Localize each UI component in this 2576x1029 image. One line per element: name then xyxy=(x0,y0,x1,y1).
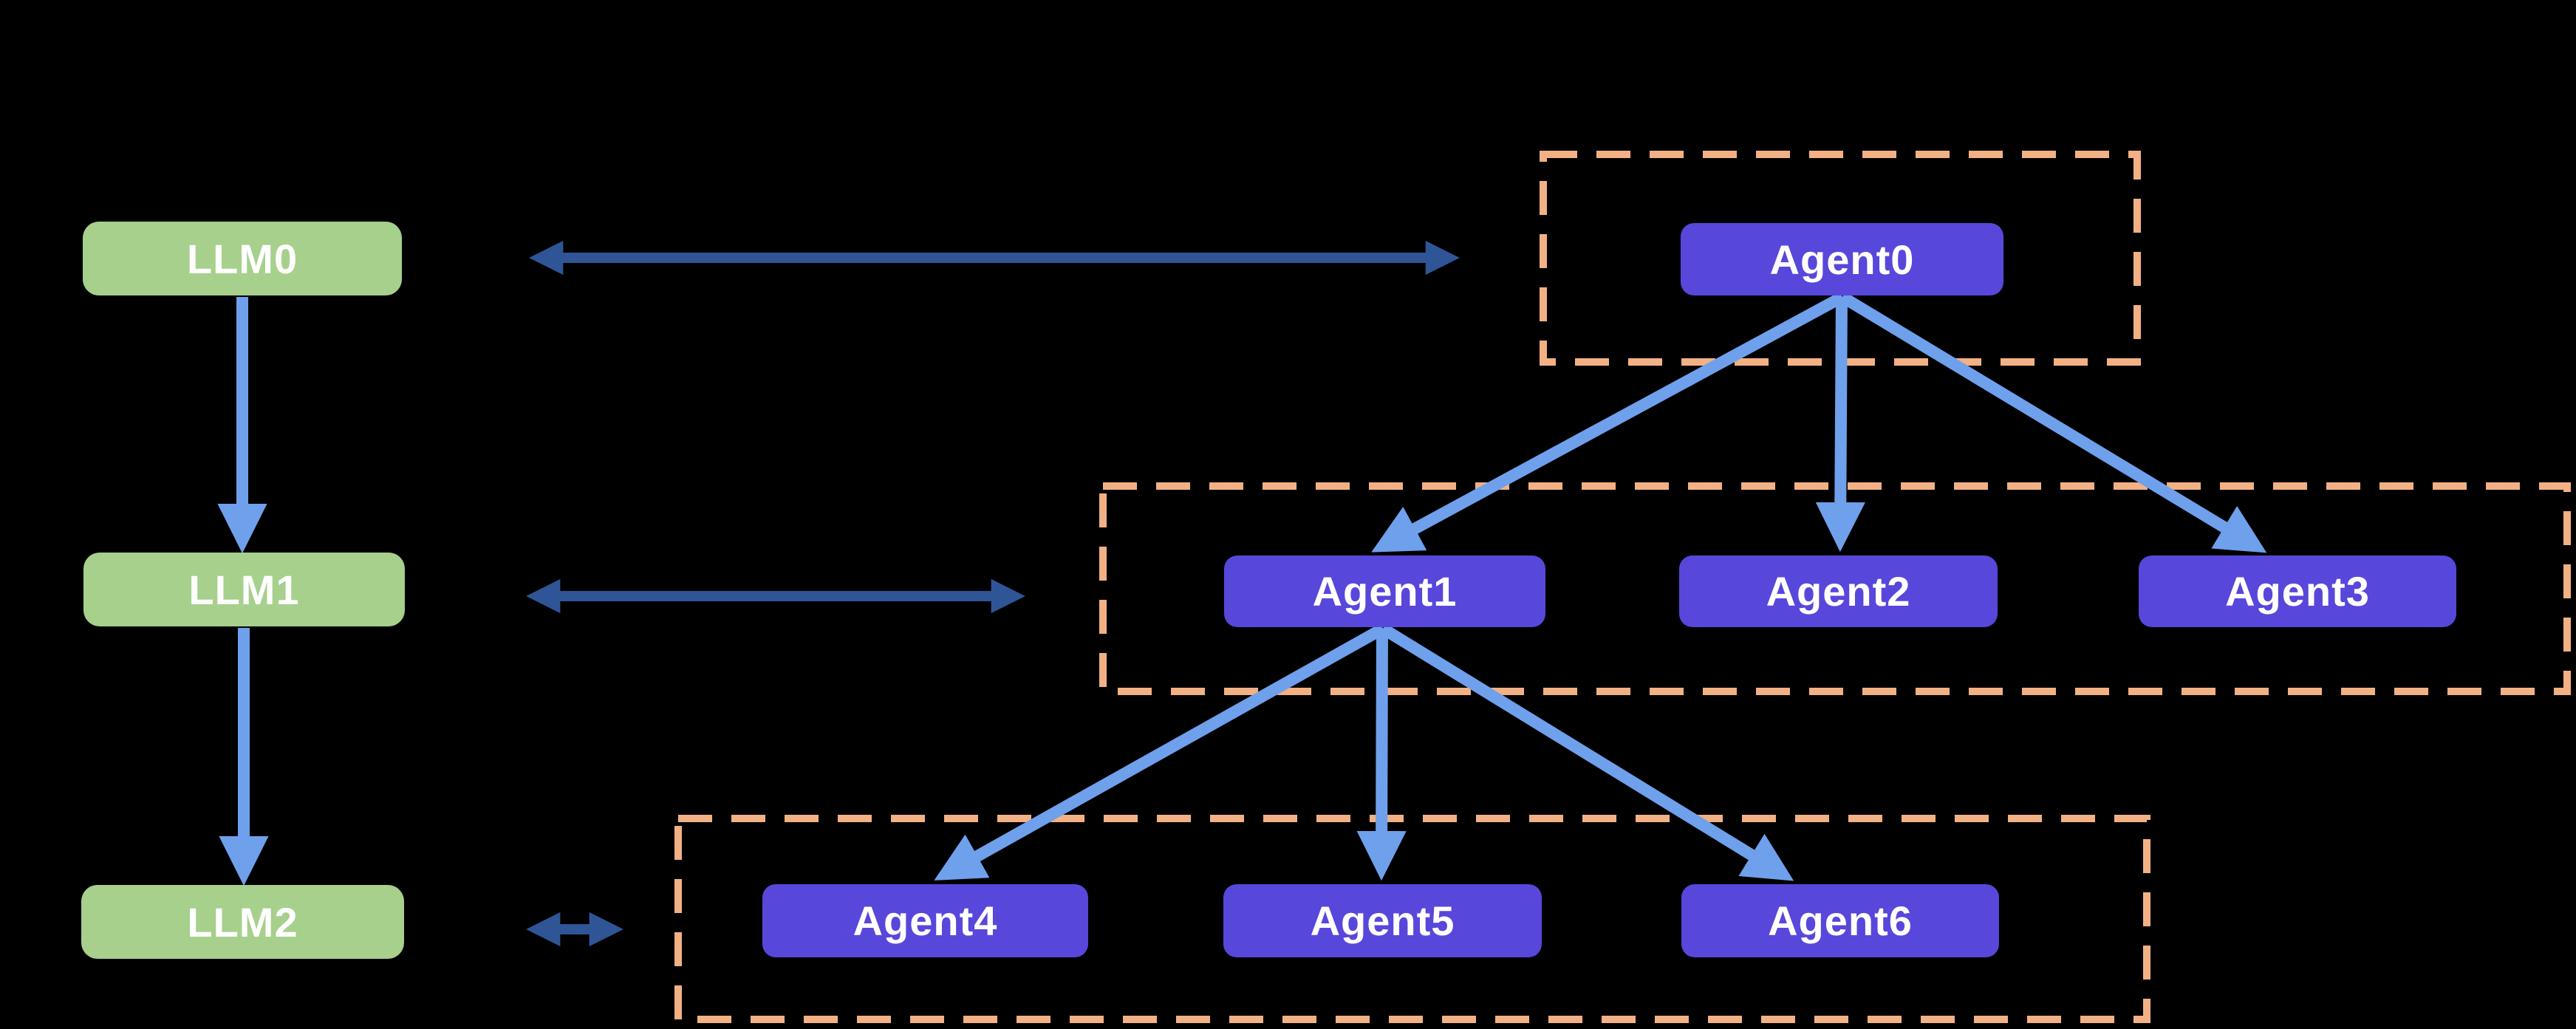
node-agent4: Agent4 xyxy=(762,884,1088,957)
arrow-agent0-to-agent2 xyxy=(1815,296,1865,553)
node-llm1: LLM1 xyxy=(83,553,405,626)
arrow-agent1-to-agent4 xyxy=(934,623,1386,881)
node-agent1: Agent1 xyxy=(1224,555,1545,627)
arrow-agent1-to-agent6 xyxy=(1379,623,1794,881)
node-agent4-label: Agent4 xyxy=(853,898,998,944)
arrow-agent0-to-agent3 xyxy=(1839,292,2267,553)
node-llm2-label: LLM2 xyxy=(187,898,298,946)
node-agent6: Agent6 xyxy=(1681,884,1999,957)
node-agent5-label: Agent5 xyxy=(1310,898,1455,944)
node-agent2-label: Agent2 xyxy=(1766,568,1911,615)
agent-group1-border xyxy=(1099,482,2571,695)
arrow-agent1-to-agent5 xyxy=(1356,628,1407,881)
node-agent1-label: Agent1 xyxy=(1312,568,1458,615)
node-agent6-label: Agent6 xyxy=(1768,898,1913,944)
node-agent5: Agent5 xyxy=(1223,884,1542,957)
node-llm0-label: LLM0 xyxy=(186,235,298,282)
node-agent2: Agent2 xyxy=(1679,555,1998,627)
node-agent3-label: Agent3 xyxy=(2225,568,2370,615)
node-agent0: Agent0 xyxy=(1681,223,2003,295)
agent-group0-border xyxy=(1540,151,2141,366)
node-llm2: LLM2 xyxy=(81,885,404,959)
arrow-agent0-to-agent1 xyxy=(1371,291,1845,553)
agent-group2-border xyxy=(674,815,2150,1023)
node-agent0-label: Agent0 xyxy=(1769,236,1915,283)
node-llm1-label: LLM1 xyxy=(188,566,300,613)
node-llm0: LLM0 xyxy=(83,222,402,295)
node-agent3: Agent3 xyxy=(2139,555,2456,627)
